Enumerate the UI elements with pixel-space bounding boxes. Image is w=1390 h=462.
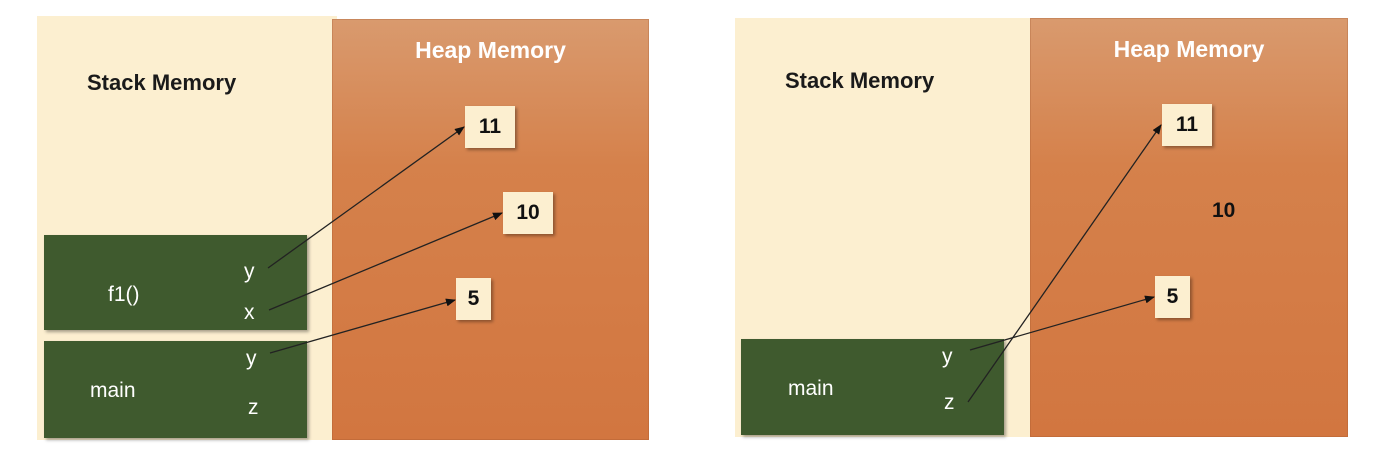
right-heap-value-11: 11: [1162, 104, 1212, 146]
left-frame-main-name: main: [90, 379, 136, 402]
left-frame-f1: f1() y x: [44, 235, 307, 330]
right-heap-title: Heap Memory: [1113, 36, 1265, 62]
left-heap-value-5: 5: [456, 278, 491, 320]
right-frame-main: main y z: [741, 339, 1004, 435]
left-stack-title: Stack Memory: [87, 70, 237, 95]
left-frame-main: main y z: [44, 341, 307, 438]
right-heap-value-5: 5: [1155, 276, 1190, 318]
left-frame-f1-var-x: x: [244, 301, 255, 324]
left-heap-memory-panel: Heap Memory: [332, 19, 649, 440]
right-frame-main-name: main: [788, 377, 834, 400]
left-frame-main-var-z: z: [248, 396, 259, 419]
left-frame-f1-name: f1(): [108, 283, 140, 306]
right-heap-memory-panel: Heap Memory: [1030, 18, 1348, 437]
right-heap-value-10: 10: [1212, 199, 1236, 222]
left-heap-value-10: 10: [503, 192, 553, 234]
left-frame-main-var-y: y: [246, 347, 257, 370]
right-frame-main-var-y: y: [942, 345, 953, 368]
left-frame-f1-var-y: y: [244, 260, 255, 283]
left-heap-value-11: 11: [465, 106, 515, 148]
left-heap-title: Heap Memory: [415, 37, 566, 63]
right-frame-main-var-z: z: [944, 391, 955, 414]
right-stack-title: Stack Memory: [785, 68, 935, 93]
